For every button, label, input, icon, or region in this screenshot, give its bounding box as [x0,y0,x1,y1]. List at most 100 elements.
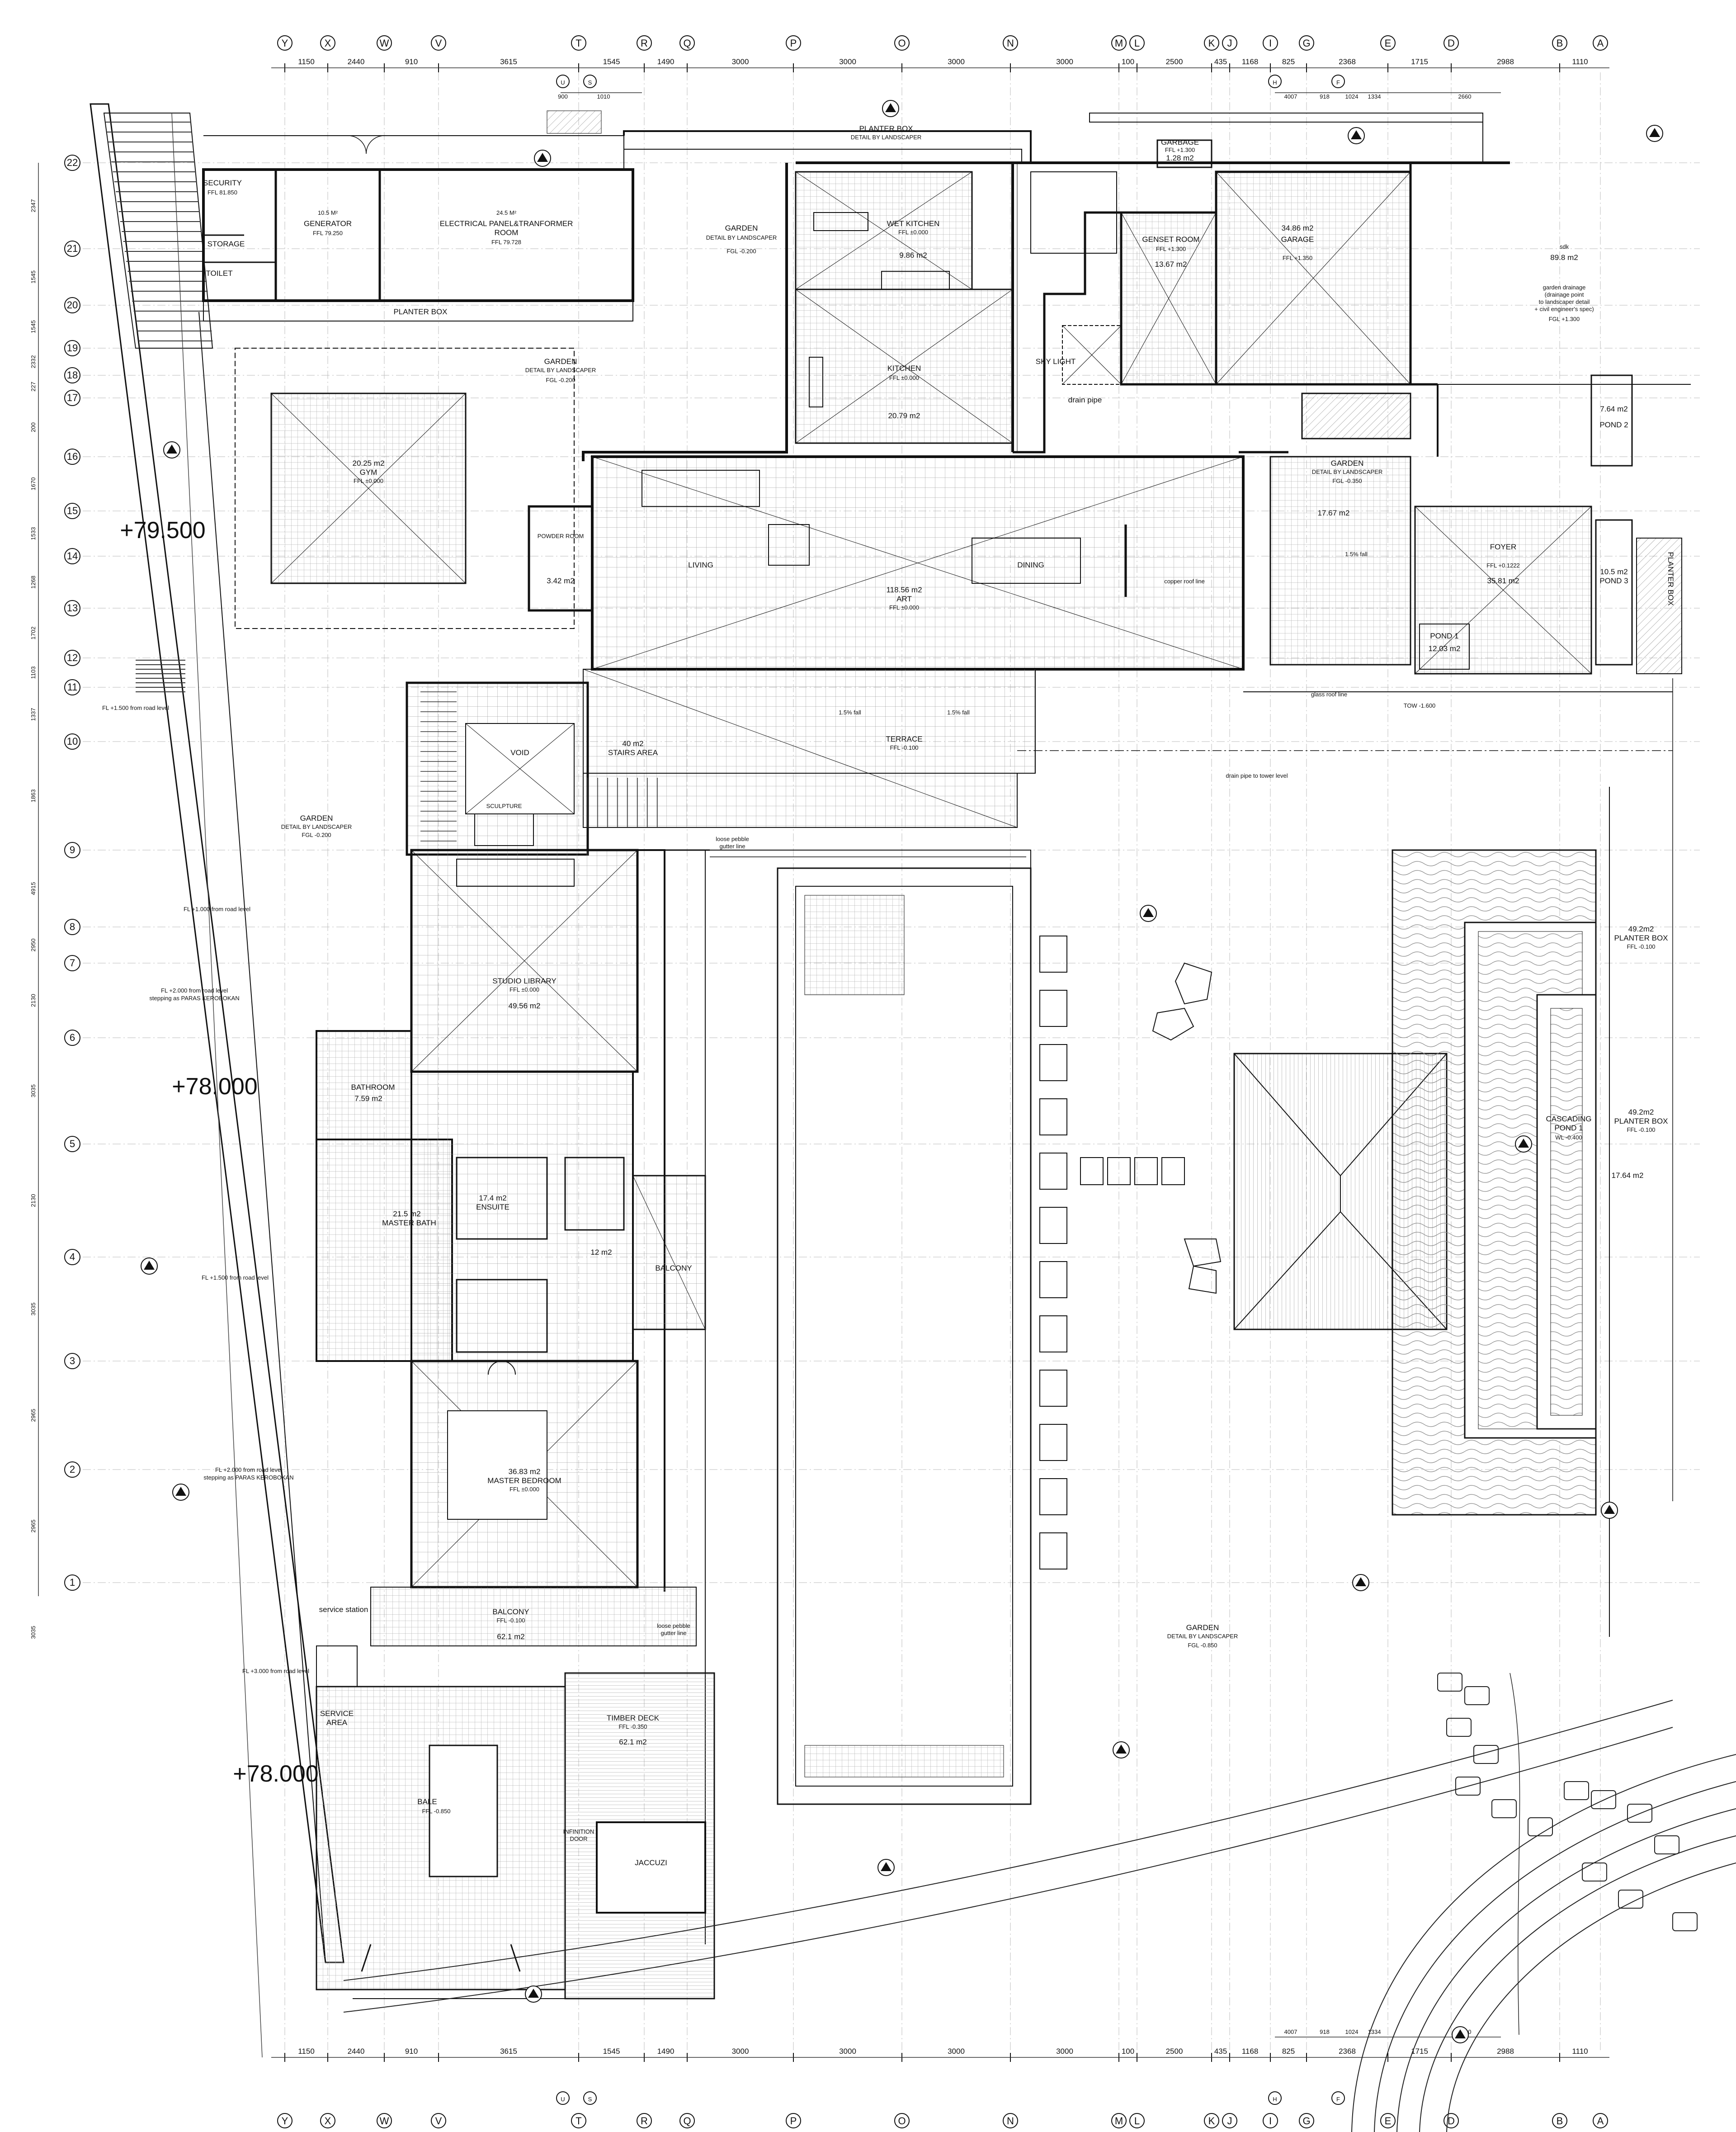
dimension-bottom: 3615 [500,2047,517,2056]
grid-label-N: N [1007,2115,1014,2127]
svg-text:FFL -0.850: FFL -0.850 [422,1808,450,1815]
grid-bubble [1263,35,1278,51]
grid-bubble [1299,35,1314,51]
kitchen-block [582,161,1031,461]
level-mid: +78.000 [172,1073,257,1100]
svg-text:FFL -0.100: FFL -0.100 [1627,1126,1655,1133]
grid-row-11: 11 [67,681,78,693]
grid-label-P: P [790,2115,797,2127]
dimension-bottom: 1490 [657,2047,675,2056]
svg-text:FFL 79.250: FFL 79.250 [313,230,343,236]
grid-bubble [556,75,570,88]
dimension-bottom: 2500 [1166,2047,1183,2056]
grid-bubble [64,955,80,971]
garden-north-label: GARDEN [725,224,758,232]
dimension-left: 4915 [30,882,37,895]
grid-bubble [637,2113,652,2128]
svg-text:10.5 m2: 10.5 m2 [1600,567,1628,576]
grid-bubble [1444,35,1459,51]
svg-text:35.81 m2: 35.81 m2 [1487,577,1519,585]
section-markers [141,100,1663,2043]
grid-label-R: R [641,38,648,49]
svg-text:glass roof line: glass roof line [1311,691,1347,698]
svg-text:WL -0.400: WL -0.400 [1555,1134,1582,1141]
grid-row-18: 18 [67,369,78,381]
garage-block [1013,113,1510,454]
cascading-ponds [1392,678,1673,1637]
section-marker-arrow [885,103,896,112]
section-marker-arrow [1116,1744,1127,1754]
grid-bubble [571,2113,586,2128]
stepping-stone [1039,1478,1067,1515]
generator-label: GENERATOR [304,219,352,228]
grid-bubble [1204,35,1219,51]
garden-paver [1627,1804,1652,1823]
svg-text:49.56 m2: 49.56 m2 [509,1002,541,1010]
svg-text:FFL +0.1222: FFL +0.1222 [1486,562,1520,569]
dimension-sub: 1024 [1345,2028,1359,2035]
section-marker-arrow [881,1862,892,1871]
dimension-bottom: 3000 [732,2047,749,2056]
svg-text:7.59 m2: 7.59 m2 [354,1094,382,1103]
grid-bubble [64,241,80,257]
dimension-bottom: 3000 [1056,2047,1073,2056]
grid-bubble [64,297,80,313]
terrace-stairs [406,669,1673,856]
svg-text:DETAIL BY LANDSCAPER: DETAIL BY LANDSCAPER [281,823,352,830]
svg-text:FFL ±0.000: FFL ±0.000 [354,477,383,484]
dimension-top: 3000 [839,57,856,66]
dining-label: DINING [1017,561,1044,569]
master-bedroom-label: MASTER BEDROOM [487,1476,561,1485]
dimension-left: 1268 [30,576,37,589]
svg-text:FFL ±0.000: FFL ±0.000 [889,604,919,611]
svg-text:62.1 m2: 62.1 m2 [497,1632,524,1641]
dimension-left: 1533 [30,527,37,540]
svg-text:garden drainage: garden drainage [1543,284,1586,291]
svg-text:FFL -0.350: FFL -0.350 [618,1723,647,1730]
grid-bubble [1331,2091,1345,2105]
section-marker-arrow [1143,908,1154,917]
garden-paver [1564,1781,1589,1800]
dimension-left: 2130 [30,994,37,1007]
grid-row-14: 14 [67,550,78,562]
svg-text:AREA: AREA [326,1718,348,1727]
studio-library [410,849,665,1592]
grid-bubble [64,1136,80,1152]
stepping-stone [1039,1261,1067,1298]
grid-label-V: V [435,38,442,49]
garden-south-label: GARDEN [1186,1623,1219,1632]
svg-text:stepping as PARAS KEROBOKAN: stepping as PARAS KEROBOKAN [203,1474,293,1481]
grid-bubble [1552,35,1567,51]
grid-row-22: 22 [67,157,78,168]
svg-text:FFL -0.100: FFL -0.100 [1627,943,1655,950]
svg-text:17.67 m2: 17.67 m2 [1318,509,1350,517]
dimension-left: 2965 [30,1409,37,1422]
svg-text:FGL -0.850: FGL -0.850 [1188,1642,1217,1649]
grid-bubble [679,35,695,51]
grid-bubble [571,35,586,51]
grid-label-A: A [1597,2115,1604,2127]
stepping-stone [1080,1157,1104,1185]
grid-bubble [64,1249,80,1265]
svg-text:FGL -0.200: FGL -0.200 [726,248,756,255]
svg-text:FFL +1.300: FFL +1.300 [1156,246,1186,252]
grid-label-D: D [1448,2115,1455,2127]
svg-text:1.28 m2: 1.28 m2 [1166,154,1194,162]
grid-label-W: W [380,38,389,49]
grid-bubble [1111,35,1127,51]
grid-row-17: 17 [67,392,78,403]
grid-bubble [637,35,652,51]
dimension-left: 227 [30,382,37,392]
svg-text:24.5 M²: 24.5 M² [496,209,517,216]
svg-text:20.79 m2: 20.79 m2 [888,411,920,420]
dimension-bottom: 100 [1122,2047,1134,2056]
grid-bubble [64,449,80,465]
grid-bubble [1129,35,1145,51]
grid-bubble [786,2113,801,2128]
living-label: LIVING [688,561,713,569]
grid-row-3: 3 [70,1355,75,1366]
grid-label-R: R [641,2115,648,2127]
grid-bubble [1222,35,1237,51]
